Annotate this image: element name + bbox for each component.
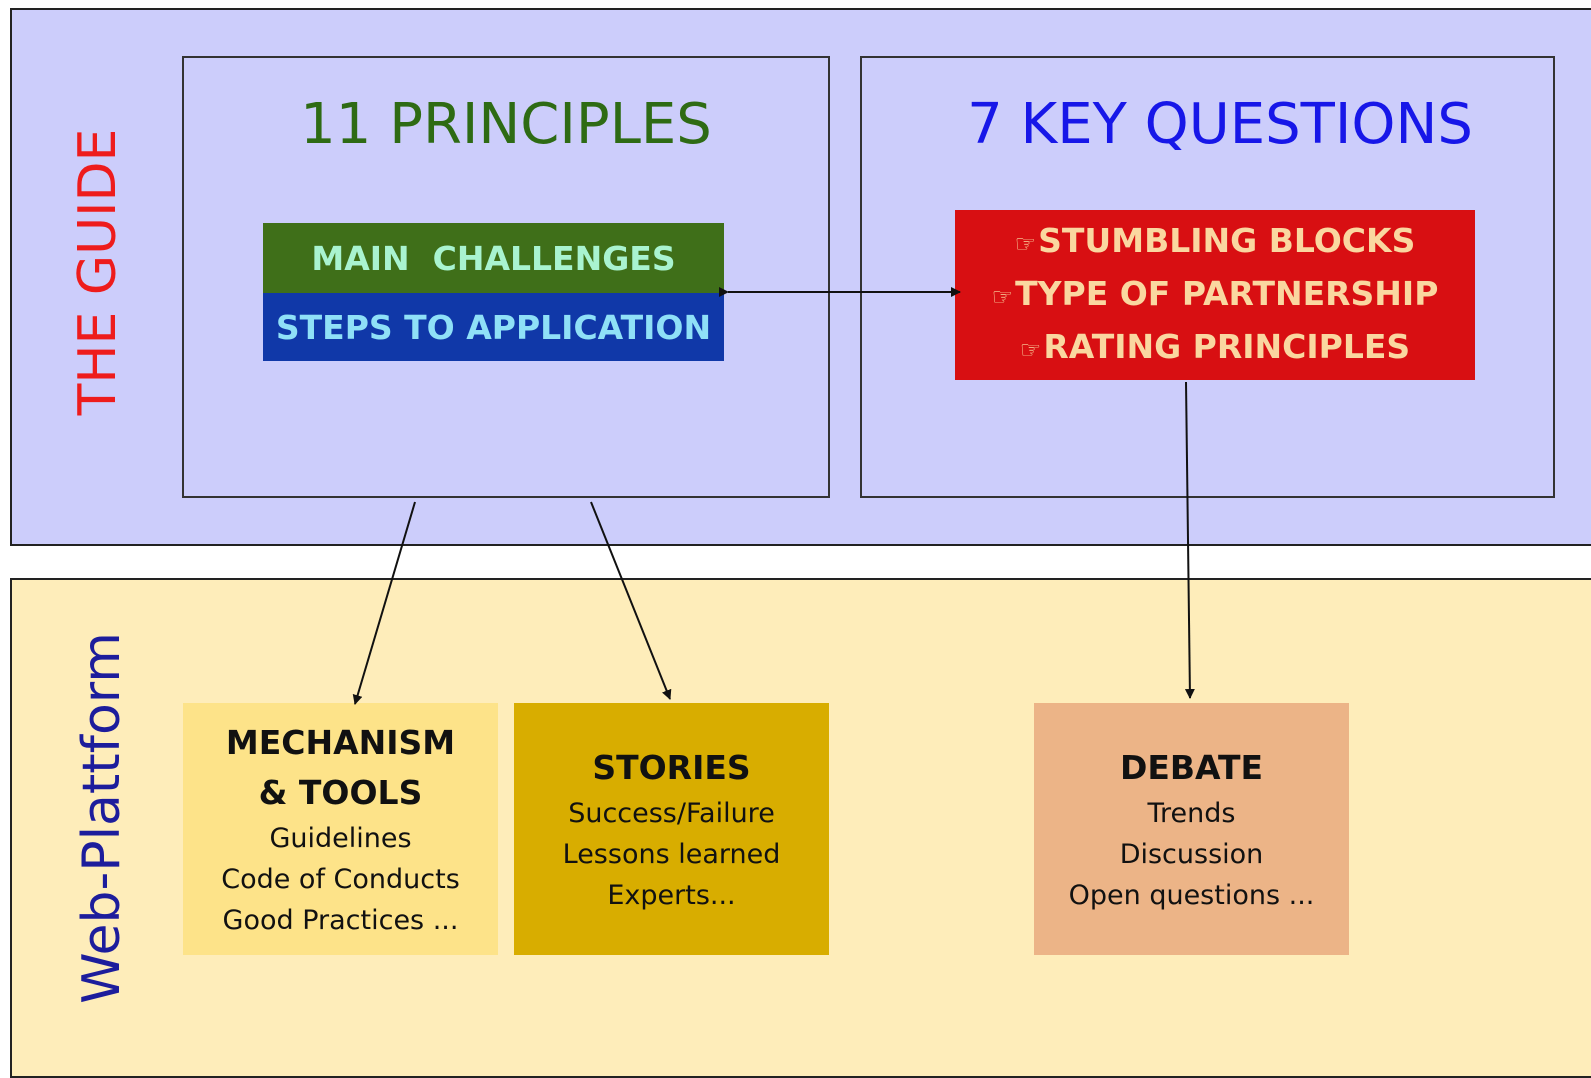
card-line: Guidelines xyxy=(269,822,412,854)
card-title: STORIES xyxy=(592,747,751,787)
key-item: ☞RATING PRINCIPLES xyxy=(1020,322,1410,375)
card-title: MECHANISM xyxy=(225,722,456,762)
key-item-label: RATING PRINCIPLES xyxy=(1043,326,1411,366)
mechanism-tools-card: MECHANISM & TOOLS Guidelines Code of Con… xyxy=(183,703,498,955)
card-line: Discussion xyxy=(1119,838,1264,870)
arrow-to-mechanism xyxy=(352,501,416,705)
main-challenges-box: MAIN CHALLENGES xyxy=(263,223,724,293)
arrow-to-debate xyxy=(1184,381,1195,699)
pointing-hand-icon: ☞ xyxy=(1014,229,1037,258)
pointing-hand-icon: ☞ xyxy=(1019,335,1042,364)
main-challenges-label: MAIN CHALLENGES xyxy=(311,238,676,278)
card-line: Success/Failure xyxy=(568,797,775,829)
principles-title: 11 PRINCIPLES xyxy=(300,92,712,157)
key-questions-box: ☞STUMBLING BLOCKS ☞TYPE OF PARTNERSHIP ☞… xyxy=(955,210,1475,380)
card-line: Lessons learned xyxy=(562,838,781,870)
arrow-to-stories xyxy=(590,501,672,700)
card-title: DEBATE xyxy=(1119,747,1264,787)
key-item: ☞TYPE OF PARTNERSHIP xyxy=(992,269,1439,322)
key-item-label: TYPE OF PARTNERSHIP xyxy=(1015,273,1439,313)
debate-card: DEBATE Trends Discussion Open questions … xyxy=(1034,703,1349,955)
key-item: ☞STUMBLING BLOCKS xyxy=(1015,216,1416,269)
card-title: & TOOLS xyxy=(258,772,423,812)
pointing-hand-icon: ☞ xyxy=(991,282,1014,311)
key-questions-title: 7 KEY QUESTIONS xyxy=(967,92,1473,157)
card-line: Open questions ... xyxy=(1068,879,1315,911)
steps-to-application-label: STEPS TO APPLICATION xyxy=(275,307,712,347)
card-line: Code of Conducts xyxy=(221,863,460,895)
card-line: Good Practices ... xyxy=(222,904,459,936)
stories-card: STORIES Success/Failure Lessons learned … xyxy=(514,703,829,955)
card-line: Trends xyxy=(1147,797,1236,829)
card-line: Experts... xyxy=(607,879,736,911)
key-item-label: STUMBLING BLOCKS xyxy=(1038,220,1416,260)
steps-to-application-box: STEPS TO APPLICATION xyxy=(263,293,724,361)
